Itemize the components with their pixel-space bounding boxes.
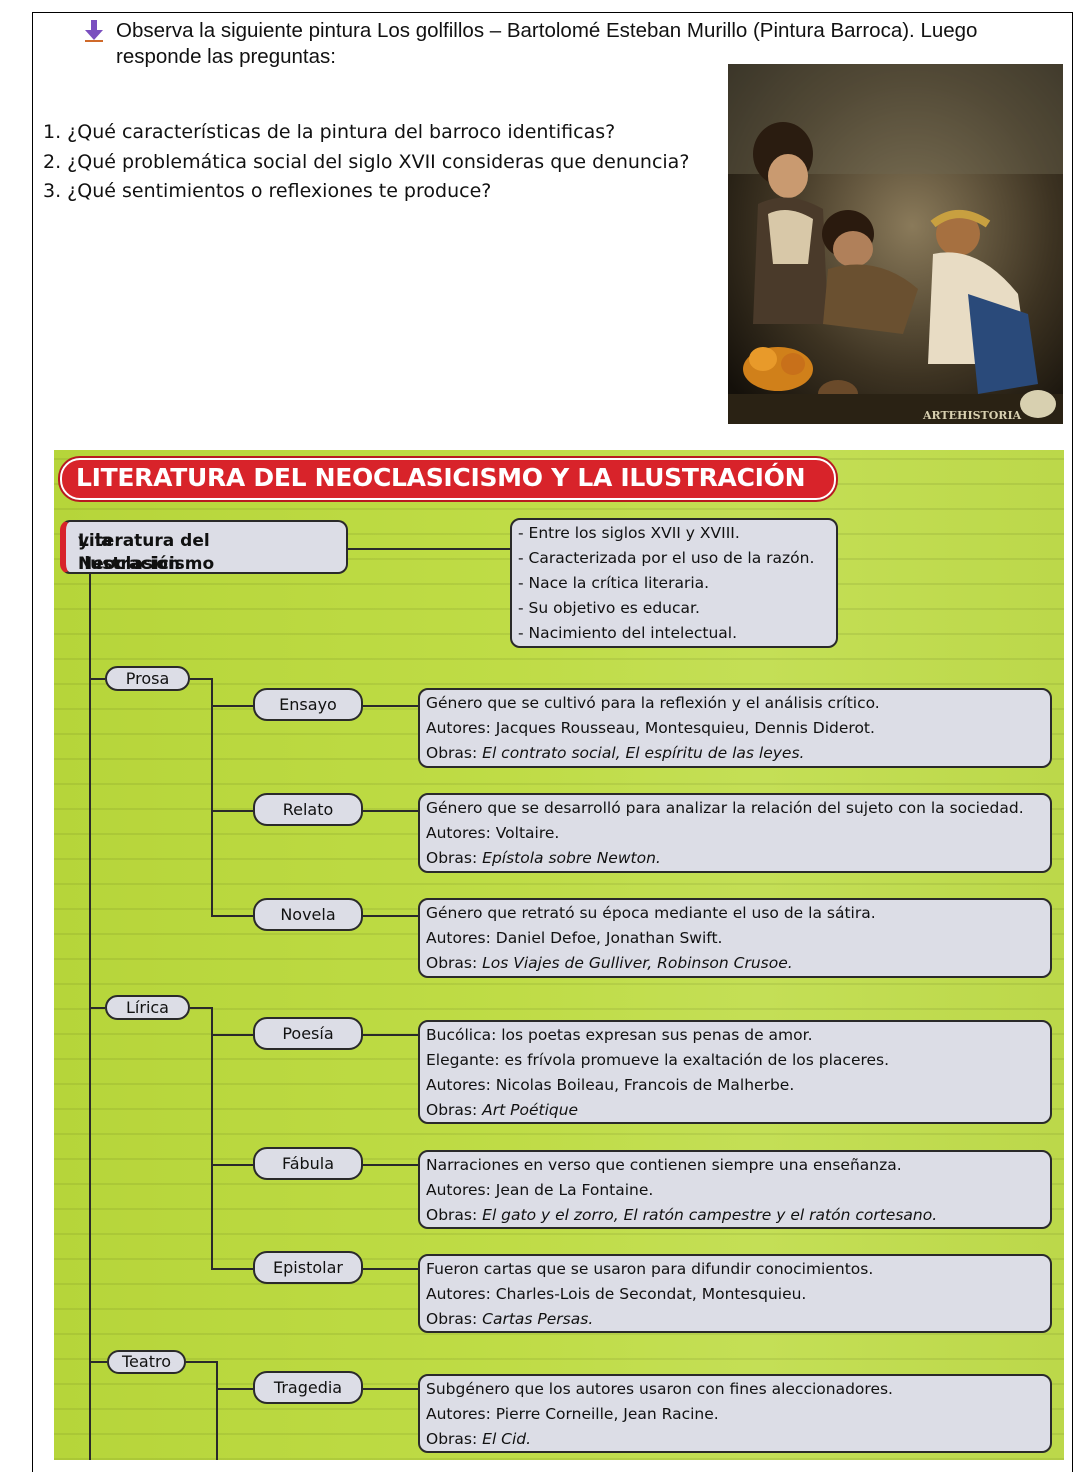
genre-works-label: Obras:: [426, 1310, 478, 1328]
genre-relato: Relato: [253, 793, 363, 826]
genre-description: Subgénero que los autores usaron con fin…: [426, 1380, 893, 1398]
map-title: LITERATURA DEL NEOCLASICISMO Y LA ILUSTR…: [76, 463, 806, 492]
painting-image: ARTEHISTORIA: [728, 64, 1063, 424]
category-prosa: Prosa: [105, 666, 190, 691]
root-node: Literatura del Neoclasicismo y la Ilustr…: [60, 520, 348, 574]
connector-line: [363, 915, 421, 917]
genre-works: El contrato social, El espíritu de las l…: [482, 744, 805, 762]
root-note: - Nacimiento del intelectual.: [518, 624, 738, 642]
connector-line: [211, 915, 253, 917]
root-note: - Nace la crítica literaria.: [518, 574, 710, 592]
genre-description: Bucólica: los poetas expresan sus penas …: [426, 1026, 813, 1044]
root-note: - Su objetivo es educar.: [518, 599, 700, 617]
poesia-description-box: Bucólica: los poetas expresan sus penas …: [418, 1020, 1052, 1124]
genre-fabula: Fábula: [253, 1147, 363, 1180]
connector-line: [211, 705, 253, 707]
map-title-banner: LITERATURA DEL NEOCLASICISMO Y LA ILUSTR…: [60, 458, 836, 500]
connector-line: [89, 1007, 105, 1009]
genre-works: Epístola sobre Newton.: [482, 849, 661, 867]
genre-authors: Autores: Jean de La Fontaine.: [426, 1181, 654, 1199]
question-2: 2. ¿Qué problemática social del siglo XV…: [43, 150, 690, 173]
concept-map: LITERATURA DEL NEOCLASICISMO Y LA ILUSTR…: [54, 450, 1064, 1460]
genre-works: El Cid.: [482, 1430, 532, 1448]
connector-line: [363, 1034, 421, 1036]
genre-authors: Autores: Nicolas Boileau, Francois de Ma…: [426, 1076, 795, 1094]
connector-line: [190, 1007, 212, 1009]
genre-poesia: Poesía: [253, 1017, 363, 1050]
genre-description: Elegante: es frívola promueve la exaltac…: [426, 1051, 890, 1069]
epistolar-description-box: Fueron cartas que se usaron para difundi…: [418, 1254, 1052, 1333]
genre-works: Los Viajes de Gulliver, Robinson Crusoe.: [482, 954, 793, 972]
connector-line: [216, 1361, 218, 1460]
genre-description: Narraciones en verso que contienen siemp…: [426, 1156, 902, 1174]
ensayo-description-box: Género que se cultivó para la reflexión …: [418, 688, 1052, 768]
genre-works-label: Obras:: [426, 1101, 478, 1119]
relato-description-box: Género que se desarrolló para analizar l…: [418, 793, 1052, 873]
connector-line: [190, 678, 212, 680]
down-arrow-icon: [85, 20, 103, 42]
genre-tragedia: Tragedia: [253, 1371, 363, 1404]
category-lirica: Lírica: [105, 995, 190, 1020]
genre-description: Género que retrató su época mediante el …: [426, 904, 876, 922]
connector-line: [363, 1164, 421, 1166]
connector-line: [211, 1268, 253, 1270]
root-notes-box: - Entre los siglos XVII y XVIII. - Carac…: [510, 518, 838, 648]
connector-line: [211, 1034, 253, 1036]
genre-authors: Autores: Daniel Defoe, Jonathan Swift.: [426, 929, 723, 947]
question-1: 1. ¿Qué características de la pintura de…: [43, 121, 616, 143]
genre-ensayo: Ensayo: [253, 688, 363, 721]
connector-line: [363, 810, 421, 812]
genre-works-label: Obras:: [426, 744, 478, 762]
genre-works-label: Obras:: [426, 954, 478, 972]
fabula-description-box: Narraciones en verso que contienen siemp…: [418, 1150, 1052, 1229]
connector-line: [348, 548, 510, 550]
root-note: - Caracterizada por el uso de la razón.: [518, 549, 815, 567]
genre-works-label: Obras:: [426, 1206, 478, 1224]
connector-line: [216, 1388, 253, 1390]
tragedia-description-box: Subgénero que los autores usaron con fin…: [418, 1374, 1052, 1453]
connector-line: [89, 678, 105, 680]
genre-description: Fueron cartas que se usaron para difundi…: [426, 1260, 874, 1278]
genre-works: El gato y el zorro, El ratón campestre y…: [482, 1206, 938, 1224]
intro-instruction: Observa la siguiente pintura Los golfill…: [85, 18, 1055, 70]
question-list: 1. ¿Qué características de la pintura de…: [43, 118, 689, 207]
connector-line: [211, 1164, 253, 1166]
genre-authors: Autores: Voltaire.: [426, 824, 560, 842]
connector-line: [363, 1268, 421, 1270]
connector-line: [211, 678, 213, 917]
genre-authors: Autores: Jacques Rousseau, Montesquieu, …: [426, 719, 875, 737]
connector-line: [363, 1388, 421, 1390]
root-title-line2: y la Ilustración: [78, 531, 181, 574]
connector-line: [211, 1007, 213, 1269]
painting-los-golfillos: ARTEHISTORIA: [728, 64, 1063, 424]
question-3: 3. ¿Qué sentimientos o reflexiones te pr…: [43, 180, 492, 202]
genre-works: Art Poétique: [482, 1101, 579, 1119]
category-teatro: Teatro: [107, 1350, 186, 1374]
genre-works-label: Obras:: [426, 1430, 478, 1448]
root-title-line1: Literatura del Neoclasicismo: [78, 531, 215, 574]
genre-epistolar: Epistolar: [253, 1251, 363, 1284]
connector-line: [89, 1361, 107, 1363]
root-note: - Entre los siglos XVII y XVIII.: [518, 524, 740, 542]
genre-authors: Autores: Charles-Lois de Secondat, Monte…: [426, 1285, 807, 1303]
painting-watermark: ARTEHISTORIA: [922, 409, 1022, 422]
genre-description: Género que se desarrolló para analizar l…: [426, 799, 1024, 817]
connector-line: [186, 1361, 218, 1363]
genre-authors: Autores: Pierre Corneille, Jean Racine.: [426, 1405, 719, 1423]
intro-text: Observa la siguiente pintura Los golfill…: [116, 19, 978, 68]
genre-works: Cartas Persas.: [482, 1310, 594, 1328]
novela-description-box: Género que retrató su época mediante el …: [418, 898, 1052, 978]
connector-line: [363, 705, 421, 707]
genre-description: Género que se cultivó para la reflexión …: [426, 694, 880, 712]
page-frame: [32, 12, 1073, 1472]
genre-novela: Novela: [253, 898, 363, 931]
connector-line: [89, 574, 91, 1460]
genre-works-label: Obras:: [426, 849, 478, 867]
connector-line: [211, 810, 253, 812]
